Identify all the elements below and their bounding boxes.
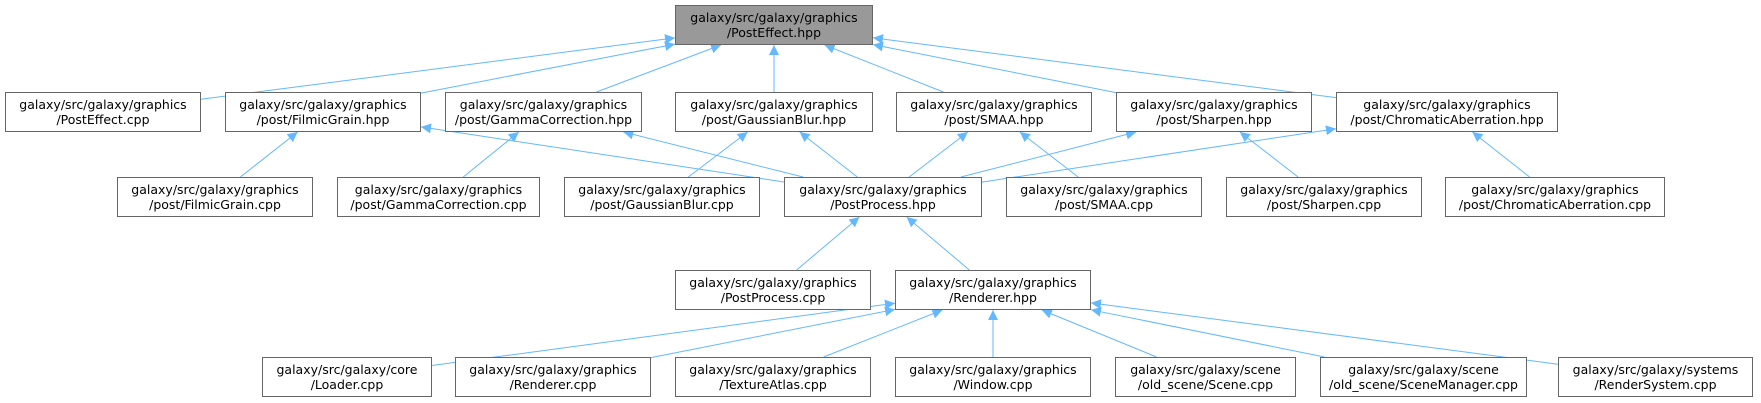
- node-chromaticaberration-hpp[interactable]: galaxy/src/galaxy/graphics /post/Chromat…: [1336, 92, 1558, 132]
- node-gammacorrection-hpp[interactable]: galaxy/src/galaxy/graphics /post/GammaCo…: [445, 92, 642, 132]
- edge-rendersystem_cpp-to-renderer_hpp: [1090, 299, 1559, 365]
- node-label-line2: /PostProcess.hpp: [830, 197, 936, 212]
- node-gaussianblur-hpp[interactable]: galaxy/src/galaxy/graphics /post/Gaussia…: [675, 92, 873, 132]
- node-window-cpp[interactable]: galaxy/src/galaxy/graphics /Window.cpp: [895, 357, 1091, 397]
- edge-sharpen_hpp-to-posteffect_hpp: [872, 41, 1117, 94]
- edge-postprocess_cpp-to-postprocess_hpp: [796, 216, 860, 271]
- node-label-line2: /old_scene/SceneManager.cpp: [1329, 377, 1518, 392]
- node-rendersystem-cpp[interactable]: galaxy/src/galaxy/systems /RenderSystem.…: [1558, 357, 1753, 397]
- node-label-line1: galaxy/src/galaxy/graphics: [19, 97, 187, 112]
- edge-gaussianblur_cpp-to-gaussianblur_hpp: [688, 131, 748, 178]
- node-label-line2: /post/Sharpen.cpp: [1266, 197, 1382, 212]
- node-renderer-cpp[interactable]: galaxy/src/galaxy/graphics /Renderer.cpp: [455, 357, 651, 397]
- edge-filmicgrain_hpp-to-posteffect_hpp: [420, 41, 676, 94]
- edge-smaa_hpp-to-posteffect_hpp: [824, 44, 944, 93]
- edge-scenemanager_cpp-to-renderer_hpp: [1090, 306, 1325, 358]
- node-label-line1: galaxy/src/galaxy/scene: [1130, 362, 1281, 377]
- node-label-line2: /PostEffect.hpp: [726, 25, 822, 40]
- edge-chromatic_hpp-to-posteffect_hpp: [872, 34, 1337, 99]
- node-label-line2: /RenderSystem.cpp: [1594, 377, 1717, 392]
- node-label-line2: /Renderer.cpp: [509, 377, 597, 392]
- edge-gammacorrection_hpp-to-posteffect_hpp: [596, 43, 722, 93]
- edge-postprocess_hpp-to-chromatic_hpp: [981, 125, 1337, 183]
- node-label-line2: /post/FilmicGrain.cpp: [149, 197, 281, 212]
- edge-postprocess_hpp-to-sharpen_hpp: [960, 129, 1137, 178]
- node-gammacorrection-cpp[interactable]: galaxy/src/galaxy/graphics /post/GammaCo…: [337, 177, 540, 217]
- node-label-line2: /Window.cpp: [953, 377, 1033, 392]
- node-label-line1: galaxy/src/galaxy/graphics: [354, 182, 523, 197]
- node-label-line1: galaxy/src/galaxy/graphics: [131, 182, 299, 197]
- node-label-line1: galaxy/src/galaxy/graphics: [469, 362, 637, 377]
- node-label-line2: /post/ChromaticAberration.cpp: [1458, 197, 1652, 212]
- edge-scene_cpp-to-renderer_hpp: [1041, 309, 1157, 358]
- node-filmicgrain-cpp[interactable]: galaxy/src/galaxy/graphics /post/FilmicG…: [117, 177, 313, 217]
- node-sharpen-cpp[interactable]: galaxy/src/galaxy/graphics /post/Sharpen…: [1226, 177, 1422, 217]
- node-label-line1: galaxy/src/galaxy/systems: [1572, 362, 1739, 377]
- edge-postprocess_hpp-to-gaussianblur_hpp: [799, 131, 858, 178]
- node-label-line2: /PostEffect.cpp: [56, 112, 150, 127]
- node-label-line2: /old_scene/Scene.cpp: [1137, 377, 1274, 392]
- edge-postprocess_hpp-to-smaa_hpp: [908, 131, 969, 178]
- edge-renderer_hpp-to-postprocess_hpp: [906, 216, 970, 271]
- edge-loader_cpp-to-renderer_hpp: [431, 299, 896, 367]
- node-label-line1: galaxy/src/galaxy/graphics: [690, 10, 858, 25]
- node-label-line2: /TextureAtlas.cpp: [719, 377, 827, 392]
- node-chromaticaberration-cpp[interactable]: galaxy/src/galaxy/graphics /post/Chromat…: [1445, 177, 1665, 217]
- edge-chromatic_cpp-to-chromatic_hpp: [1472, 131, 1530, 178]
- node-label-line1: galaxy/src/galaxy/graphics: [690, 97, 858, 112]
- node-label-line1: galaxy/src/galaxy/graphics: [1130, 97, 1298, 112]
- node-label-line1: galaxy/src/galaxy/graphics: [1471, 182, 1639, 197]
- node-sharpen-hpp[interactable]: galaxy/src/galaxy/graphics /post/Sharpen…: [1116, 92, 1312, 132]
- node-label-line1: galaxy/src/galaxy/graphics: [689, 275, 857, 290]
- node-label-line2: /Renderer.hpp: [949, 290, 1037, 305]
- node-postprocess-hpp[interactable]: galaxy/src/galaxy/graphics /PostProcess.…: [784, 177, 982, 217]
- node-textureatlas-cpp[interactable]: galaxy/src/galaxy/graphics /TextureAtlas…: [675, 357, 871, 397]
- node-label-line2: /post/GaussianBlur.cpp: [590, 197, 734, 212]
- edge-textureatlas_cpp-to-renderer_hpp: [823, 309, 943, 358]
- node-label-line1: galaxy/src/galaxy/graphics: [799, 182, 967, 197]
- node-label-line2: /PostProcess.cpp: [720, 290, 826, 305]
- node-label-line1: galaxy/src/galaxy/graphics: [459, 97, 628, 112]
- node-label-line1: galaxy/src/galaxy/graphics: [1240, 182, 1408, 197]
- edge-postprocess_hpp-to-filmicgrain_hpp: [420, 123, 785, 183]
- node-posteffect-hpp[interactable]: galaxy/src/galaxy/graphics /PostEffect.h…: [675, 5, 873, 45]
- node-label-line2: /post/ChromaticAberration.hpp: [1350, 112, 1544, 127]
- node-label-line1: galaxy/src/galaxy/graphics: [909, 362, 1077, 377]
- node-label-line2: /post/GaussianBlur.hpp: [701, 112, 847, 127]
- node-label-line2: /Loader.cpp: [310, 377, 384, 392]
- node-label-line2: /post/Sharpen.hpp: [1156, 112, 1272, 127]
- edge-postprocess_hpp-to-gammacorrection_hpp: [623, 129, 804, 178]
- node-label-line2: /post/SMAA.hpp: [944, 112, 1044, 127]
- node-smaa-hpp[interactable]: galaxy/src/galaxy/graphics /post/SMAA.hp…: [896, 92, 1092, 132]
- node-gaussianblur-cpp[interactable]: galaxy/src/galaxy/graphics /post/Gaussia…: [564, 177, 760, 217]
- node-label-line1: galaxy/src/galaxy/graphics: [689, 362, 857, 377]
- edge-filmicgrain_cpp-to-filmicgrain_hpp: [240, 131, 298, 178]
- node-scene-cpp[interactable]: galaxy/src/galaxy/scene /old_scene/Scene…: [1115, 357, 1296, 397]
- node-label-line1: galaxy/src/galaxy/scene: [1348, 362, 1499, 377]
- node-scenemanager-cpp[interactable]: galaxy/src/galaxy/scene /old_scene/Scene…: [1320, 357, 1527, 397]
- node-label-line2: /post/SMAA.cpp: [1054, 197, 1154, 212]
- node-label-line1: galaxy/src/galaxy/graphics: [1020, 182, 1188, 197]
- edge-posteffect_cpp-to-posteffect_hpp: [200, 34, 676, 100]
- edge-sharpen_cpp-to-sharpen_hpp: [1239, 131, 1299, 178]
- node-label-line2: /post/GammaCorrection.cpp: [350, 197, 527, 212]
- node-label-line1: galaxy/src/galaxy/graphics: [239, 97, 407, 112]
- node-label-line1: galaxy/src/galaxy/graphics: [1363, 97, 1531, 112]
- node-label-line1: galaxy/src/galaxy/graphics: [578, 182, 746, 197]
- edge-renderer_cpp-to-renderer_hpp: [650, 306, 896, 359]
- node-label-line2: /post/GammaCorrection.hpp: [454, 112, 633, 127]
- node-label-line2: /post/FilmicGrain.hpp: [256, 112, 390, 127]
- node-filmicgrain-hpp[interactable]: galaxy/src/galaxy/graphics /post/FilmicG…: [225, 92, 421, 132]
- node-renderer-hpp[interactable]: galaxy/src/galaxy/graphics /Renderer.hpp: [895, 270, 1091, 310]
- node-posteffect-cpp[interactable]: galaxy/src/galaxy/graphics /PostEffect.c…: [5, 92, 201, 132]
- node-label-line1: galaxy/src/galaxy/core: [276, 362, 418, 377]
- node-label-line1: galaxy/src/galaxy/graphics: [910, 97, 1078, 112]
- node-smaa-cpp[interactable]: galaxy/src/galaxy/graphics /post/SMAA.cp…: [1006, 177, 1202, 217]
- node-postprocess-cpp[interactable]: galaxy/src/galaxy/graphics /PostProcess.…: [675, 270, 871, 310]
- edge-gammacorrection_cpp-to-gammacorrection_hpp: [462, 131, 520, 178]
- node-label-line1: galaxy/src/galaxy/graphics: [909, 275, 1077, 290]
- node-loader-cpp[interactable]: galaxy/src/galaxy/core /Loader.cpp: [262, 357, 432, 397]
